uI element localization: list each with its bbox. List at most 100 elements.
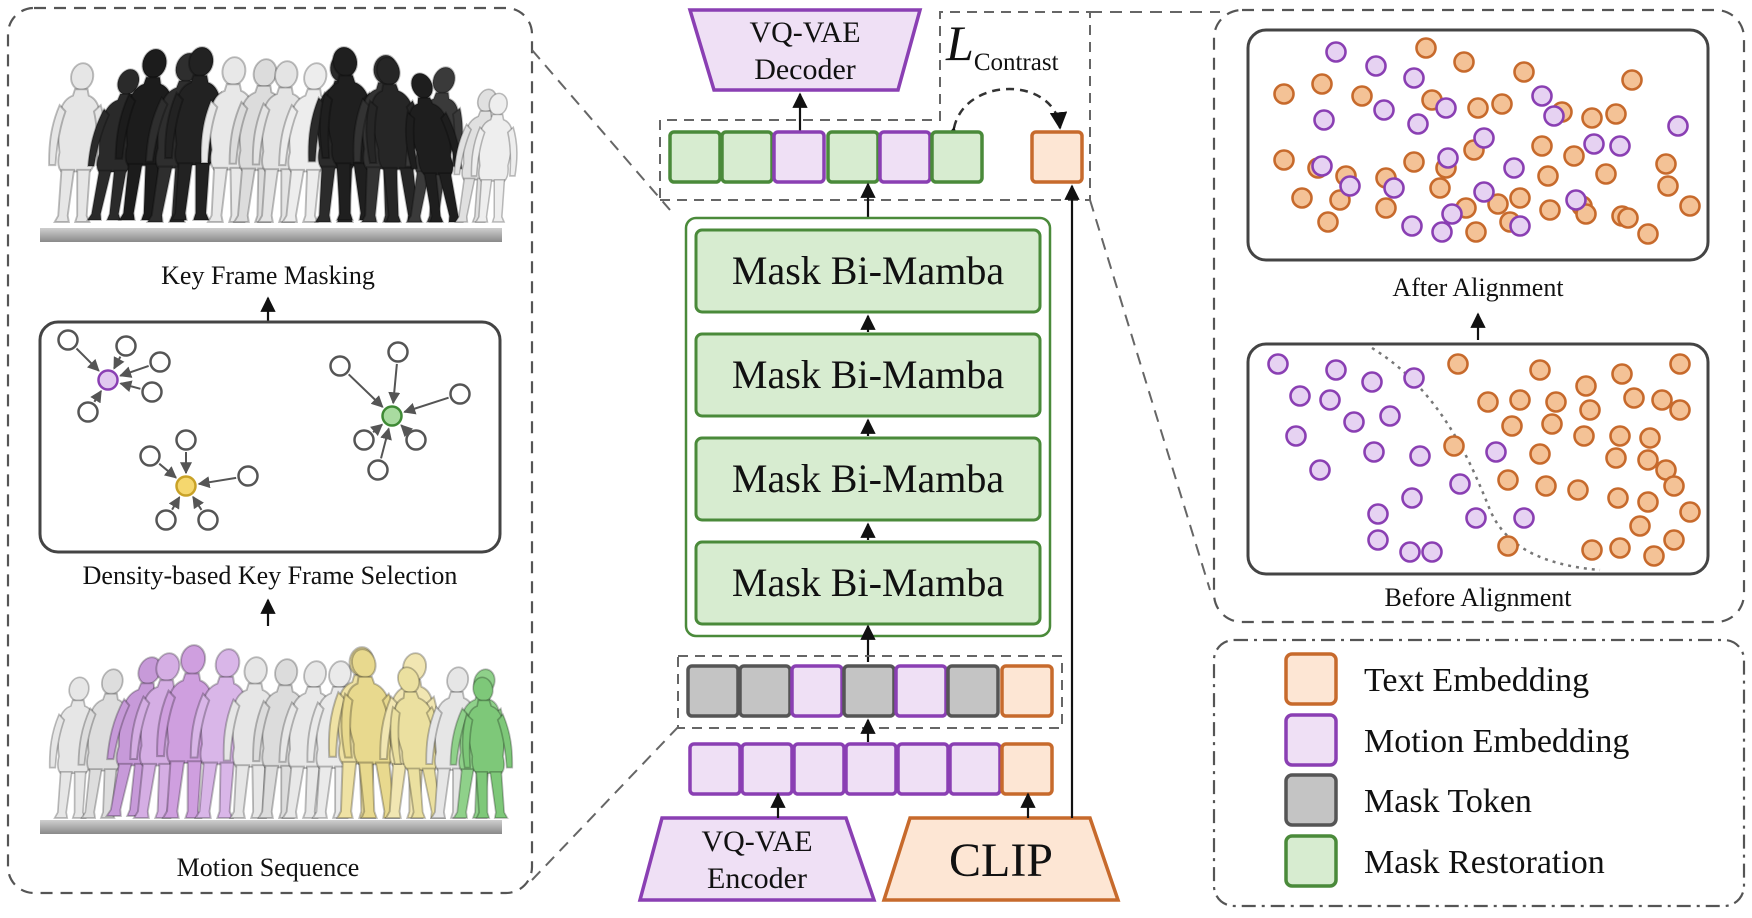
density-arrow [90,390,102,404]
motion-point [1319,389,1341,411]
text-point [1477,391,1499,413]
output-token-motion [878,130,932,184]
text-point [1513,61,1535,83]
motion-point [1449,473,1471,495]
human-figure [470,92,518,223]
motion-point [1285,425,1307,447]
text-point [1291,187,1313,209]
motion-point [1543,105,1565,127]
density-selection-label: Density-based Key Frame Selection [83,561,458,590]
key-frame-masking-image [40,46,518,242]
text-point [1655,153,1677,175]
input-token-motion [844,742,898,796]
text-point [1531,135,1553,157]
output-token-restoration [668,130,722,184]
key-frame-yellow [175,475,197,497]
text-point [1351,85,1373,107]
text-point [1415,37,1437,59]
text-point [1467,97,1489,119]
input-token-motion [740,742,794,796]
frame-point [367,459,389,481]
text-point [1487,193,1509,215]
output-token-restoration [826,130,880,184]
density-arrow [403,396,449,415]
output-token-text [1030,130,1084,184]
motion-point [1343,411,1365,433]
frame-point [149,351,171,373]
legend-label: Motion Embedding [1364,723,1629,760]
masked-token-row [686,664,1054,718]
svg-text:CLIP: CLIP [949,834,1053,887]
text-point [1637,223,1659,245]
text-point [1663,529,1685,551]
text-point [1541,413,1563,435]
text-point [1573,425,1595,447]
input-token-row [688,742,1054,796]
text-point [1679,501,1701,523]
motion-point [1437,147,1459,169]
motion-point [1399,541,1421,563]
motion-point [1473,181,1495,203]
motion-point [1583,133,1605,155]
text-point [1273,83,1295,105]
mamba-block [694,540,1042,626]
motion-point [1473,127,1495,149]
masked-token-text [1000,664,1054,718]
key-frame-masking-label: Key Frame Masking [161,261,375,290]
motion-point [1431,221,1453,243]
frame-point [197,509,219,531]
motion-point [1367,503,1389,525]
density-arrow [400,424,414,438]
vq-vae-decoder: VQ-VAE Decoder [687,8,923,92]
legend-swatch-text [1284,652,1338,706]
density-arrow [192,495,204,511]
text-point [1443,435,1465,457]
human-figure [189,648,252,820]
text-point [1429,177,1451,199]
mamba-block [694,436,1042,522]
frame-point [77,401,99,423]
motion-point [1267,353,1289,375]
motion-point [1401,487,1423,509]
text-point [1497,469,1519,491]
motion-point [1309,459,1331,481]
left-panel-frame [6,6,534,895]
motion-point [1379,405,1401,427]
text-point [1605,103,1627,125]
text-point [1679,195,1701,217]
motion-sequence-label: Motion Sequence [177,853,360,882]
input-token-motion [948,742,1002,796]
contrast-arrow [942,87,1068,146]
motion-point [1401,215,1423,237]
density-selection-box [38,320,502,554]
density-arrow [168,496,181,511]
svg-text:Encoder: Encoder [707,862,807,895]
density-arrow [380,427,392,459]
output-token-motion [772,130,826,184]
svg-text:VQ-VAE: VQ-VAE [749,16,860,49]
text-point [1629,515,1651,537]
mamba-block-label: Mask Bi-Mamba [732,248,1004,293]
frame-point [139,445,161,467]
text-point [1623,387,1645,409]
text-point [1563,145,1585,167]
legend-label: Mask Restoration [1364,844,1605,881]
zoom-line-bottom-right [1089,199,1211,591]
motion-point [1339,175,1361,197]
separation-curve [1371,346,1601,572]
text-point [1447,353,1469,375]
motion-point [1325,359,1347,381]
input-token-text [1000,742,1054,796]
text-point [1535,475,1557,497]
legend-swatch-restoration [1284,834,1338,888]
density-arrow [158,462,177,479]
text-point [1669,399,1691,421]
masked-token-mask [946,664,1000,718]
legend-swatch-motion [1284,713,1338,767]
text-point [1501,415,1523,437]
motion-point [1361,371,1383,393]
text-point [1609,537,1631,559]
output-token-row [668,130,1084,184]
clip-encoder: CLIP [881,816,1121,902]
